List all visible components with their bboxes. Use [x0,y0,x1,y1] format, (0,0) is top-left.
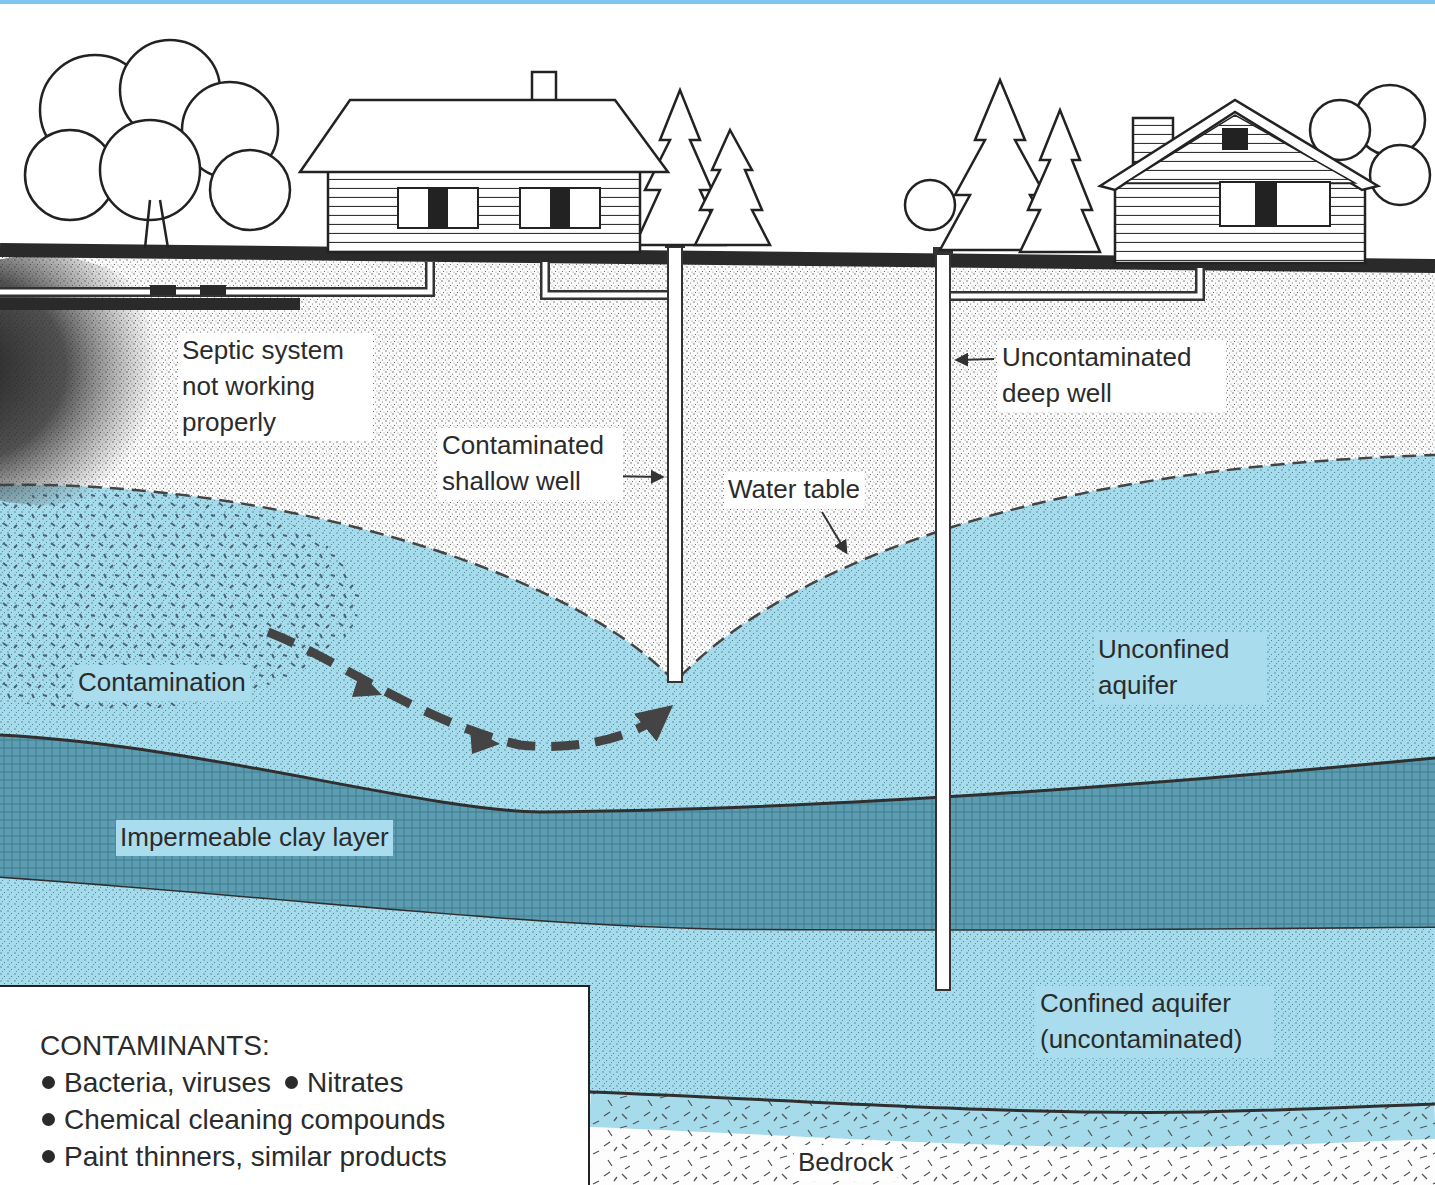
art-path [545,262,670,295]
art-path [268,632,662,746]
art-g [25,40,290,248]
list-heading: CONTAMINANTS: [40,1027,270,1064]
list-row: Bacteria, viruses Nitrates [40,1064,572,1101]
art-circle [1370,145,1430,205]
contaminant-item: Paint thinners, similar products [64,1138,447,1175]
art-path [950,268,1200,296]
art-rect [520,188,600,228]
list-row: Chemical cleaning compounds [40,1101,572,1138]
art-path [950,268,1200,296]
art-rect [1220,182,1330,226]
art-path [145,200,168,248]
region-label: Unconfined aquifer [1094,632,1266,704]
bullet-dot [285,1076,298,1089]
art-rect [150,285,176,295]
art-circle [905,180,955,230]
region-label: Uncontaminated deep well [998,340,1226,412]
art-polygon [1020,110,1100,252]
art-polygon [300,100,668,172]
art-polygon [695,130,770,245]
art-rect [1222,128,1248,150]
contaminant-item: Chemical cleaning compounds [64,1101,445,1138]
art-rect [1255,182,1277,226]
art-circle [210,150,290,230]
list-row: CONTAMINANTS: [40,1027,572,1064]
art-polygon [470,728,500,754]
art-rect [328,170,640,252]
art-rect [550,188,570,228]
contaminant-item: Nitrates [307,1064,403,1101]
art-polygon [1100,100,1378,190]
art-rect [428,188,448,228]
bullet-dot [42,1150,55,1163]
region-label: Contaminated shallow well [438,428,623,500]
region-label: Contamination [74,665,250,701]
art-path [822,512,846,552]
art-path [545,262,670,295]
art-rect [200,285,226,295]
art-rect [0,0,1435,4]
art-ellipse [0,490,360,710]
art-rect [1115,183,1365,263]
art-polygon [1125,115,1355,183]
art-polygon [352,672,382,697]
art-rect [936,250,950,990]
art-g [635,80,1430,252]
art-rect [0,298,300,310]
bullet-dot [42,1113,55,1126]
region-label: Confined aquifer (uncontaminated) [1036,986,1274,1058]
bullet-dot [42,1076,55,1089]
art-path [0,735,1435,812]
region-label: Septic system not working properly [178,333,373,441]
art-rect [668,243,682,682]
region-label: Bedrock [794,1145,897,1181]
art-path [957,359,994,360]
art-path [590,1092,1435,1112]
region-label: Impermeable clay layer [116,820,393,856]
contaminant-list-box: CONTAMINANTS:Bacteria, viruses NitratesCh… [0,985,590,1185]
contaminant-item: Bacteria, viruses [64,1064,271,1101]
art-rect [398,188,478,228]
list-row: Paint thinners, similar products [40,1138,572,1175]
region-label: Water table [724,472,864,508]
